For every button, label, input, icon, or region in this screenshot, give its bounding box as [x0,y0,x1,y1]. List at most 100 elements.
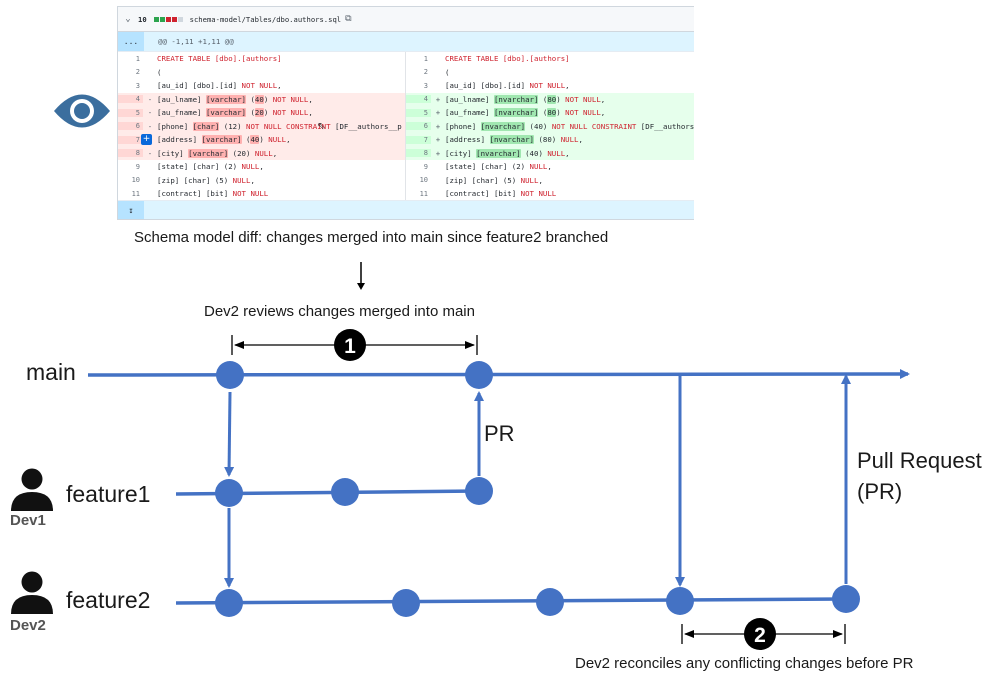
branch-label-feature2: feature2 [66,587,151,613]
expand-down-icon[interactable]: ↧ [118,201,144,219]
user-label-dev1: Dev1 [10,512,46,529]
diff-line-marker: - [147,148,153,158]
diff-line-number[interactable]: 10 [131,176,140,185]
diff-line-number[interactable]: 3 [135,81,140,90]
chevron-down-icon[interactable]: ⌄ [125,14,131,24]
copy-icon[interactable]: ⧉ [345,14,352,24]
diff-line-number[interactable]: 5 [118,108,143,117]
diff-line-code: [contract] [bit] NOT NULL [157,189,269,199]
diff-line-number[interactable]: 6 [406,122,431,131]
diff-file-path[interactable]: schema-model/Tables/dbo.authors.sql [189,14,342,24]
diff-line-marker: + [435,108,441,118]
feature2-commit-node [392,589,420,617]
diff-line-number[interactable]: 6 [118,122,143,131]
diff-line-number[interactable]: 8 [118,149,143,158]
diff-line-code: CREATE TABLE [dbo].[authors] [445,54,570,64]
diff-line: 10 [zip] [char] (5) NULL, [406,174,694,188]
diff-line-marker: + [435,121,441,131]
diff-line-number[interactable]: 10 [419,176,428,185]
diff-line-number[interactable]: 11 [419,189,428,198]
diff-hunk-header: ... @@ -1,11 +1,11 @@ [118,32,694,52]
step-1-badge: 1 [344,335,356,358]
diff-line-code: [au_fname] [varchar] (20) NOT NULL, [157,108,313,118]
diff-line-marker: - [147,94,153,104]
diff-line: 1 CREATE TABLE [dbo].[authors] [118,52,405,66]
diff-footer: ↧ [118,200,694,219]
diff-line-code: [city] [nvarchar] (40) NULL, [445,148,570,158]
diff-line-number[interactable]: 9 [423,162,428,171]
diff-line-number[interactable]: 9 [135,162,140,171]
diff-line: 7+[address] [nvarchar] (80) NULL, [406,133,694,147]
diff-line-code: [city] [varchar] (20) NULL, [157,148,278,158]
diff-line: 4-[au_lname] [varchar] (40) NOT NULL, [118,92,405,106]
diff-line-code: [zip] [char] (5) NULL, [445,175,543,185]
diff-line-code: [phone] [char] (12) NOT NULL CONSTRAINT … [157,121,402,131]
diff-line-marker: + [435,148,441,158]
diff-line-number[interactable]: 11 [131,189,140,198]
diff-caption: Schema model diff: changes merged into m… [134,229,609,246]
diff-line-marker: - [147,108,153,118]
diff-line-code: [phone] [nvarchar] (40) NOT NULL CONSTRA… [445,121,694,131]
diff-line: 1 CREATE TABLE [dbo].[authors] [406,52,694,66]
diff-line: 11 [contract] [bit] NOT NULL [118,187,405,201]
diff-line-number[interactable]: 1 [423,54,428,63]
diff-stat-boxes [153,16,183,22]
person-icon [11,468,53,511]
pr-label-feature1: PR [484,421,515,446]
diff-line: 5+[au_fname] [nvarchar] (80) NOT NULL, [406,106,694,120]
diff-line: 11 [contract] [bit] NOT NULL [406,187,694,201]
diff-changed-count: 10 [138,14,147,24]
add-comment-button[interactable]: + [141,134,152,145]
diff-line-number[interactable]: 2 [135,68,140,77]
step-2-span: 2 [681,618,846,650]
pr-label-feature2-line1: Pull Request [857,448,982,473]
branch-label-feature1: feature1 [66,481,151,507]
diff-line: 9 [state] [char] (2) NULL, [406,160,694,174]
diff-line-marker: + [435,135,441,145]
diff-line-number[interactable]: 1 [135,54,140,63]
expand-up-icon[interactable]: ... [118,32,144,51]
diff-line-number[interactable]: 4 [406,95,431,104]
diff-line-code: CREATE TABLE [dbo].[authors] [157,54,282,64]
branch-label-main: main [26,359,76,385]
step-1-caption: Dev2 reviews changes merged into main [204,303,475,320]
diff-line-number[interactable]: 3 [423,81,428,90]
feature1-commit-node [331,478,359,506]
diff-line: 6 + [phone] [nvarchar] (40) NOT NULL CONST… [406,119,694,133]
diff-line: 2( [406,66,694,80]
diff-line: 9 [state] [char] (2) NULL, [118,160,405,174]
diff-line: 5-[au_fname] [varchar] (20) NOT NULL, [118,106,405,120]
diff-line: 8 + [city] [nvarchar] (40) NULL, [406,146,694,160]
main-commit-node [465,361,493,389]
caption-down-arrow [357,262,365,290]
diff-line: 10[zip] [char] (5) NULL, [118,174,405,188]
diff-line: 6-[phone] [char] (12) NOT NULL CONSTRAIN… [118,119,405,133]
diff-line-code: [au_id] [dbo].[id] NOT NULL, [445,81,570,91]
diff-line-marker: - [147,121,153,131]
eye-icon [54,94,110,128]
diff-line-code: [contract] [bit] NOT NULL [445,189,557,199]
feature1-commit-node [215,479,243,507]
diff-line-number[interactable]: 7 [406,135,431,144]
pr-label-feature2-line2: (PR) [857,479,903,504]
diff-line-number[interactable]: 4 [118,95,143,104]
diff-file-header: ⌄ 10 schema-model/Tables/dbo.authors.sql… [118,7,694,32]
diff-line-code: [state] [char] (2) NULL, [157,162,264,172]
diff-line-number[interactable]: 7 [118,135,143,144]
diff-line-number[interactable]: 5 [406,108,431,117]
diff-line: 4+[au_lname] [nvarchar] (80) NOT NULL, [406,92,694,106]
diff-line: 3 [au_id] [dbo].[id] NOT NULL, [406,79,694,93]
diff-line-code: [au_lname] [varchar] (40) NOT NULL, [157,94,313,104]
person-icon [11,571,53,614]
diff-line-number[interactable]: 8 [406,149,431,158]
diff-line: 8-[city] [varchar] (20) NULL, [118,146,405,160]
feature2-commit-node [215,589,243,617]
diff-line-number[interactable]: 2 [423,68,428,77]
diff-line: 7[address] [varchar] (40) NULL,+ [118,133,405,147]
diff-line-code: ( [445,67,450,77]
diff-line-code: [state] [char] (2) NULL, [445,162,552,172]
branch-off-main-to-feature1 [224,391,235,477]
